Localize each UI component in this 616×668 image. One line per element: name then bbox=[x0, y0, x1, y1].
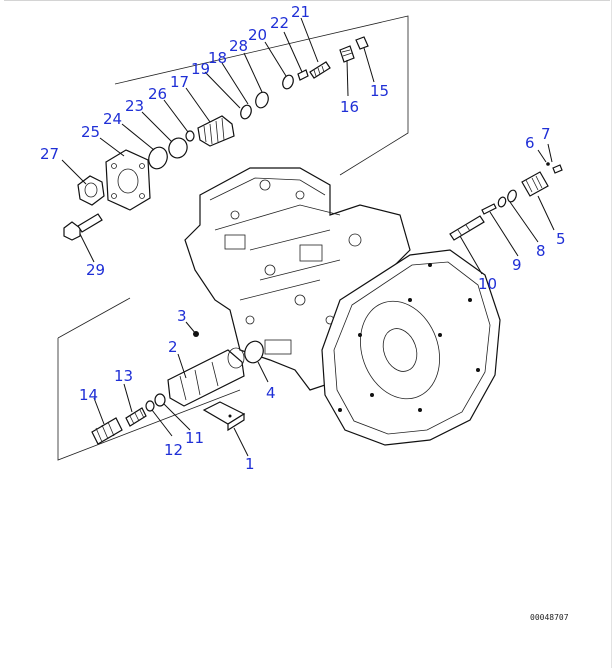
callout-25: 25 bbox=[81, 123, 100, 141]
part-2-spool-sleeve bbox=[167, 347, 245, 407]
callout-12: 12 bbox=[164, 441, 183, 459]
part-13-spring bbox=[125, 407, 147, 427]
callout-18: 18 bbox=[208, 49, 227, 67]
part-26-washer bbox=[185, 130, 195, 142]
part-20-o-ring bbox=[282, 74, 294, 90]
frame-top-border bbox=[4, 0, 610, 1]
part-6-7-small bbox=[546, 162, 563, 174]
callout-10: 10 bbox=[478, 275, 497, 293]
callout-4: 4 bbox=[266, 384, 276, 402]
callout-13: 13 bbox=[114, 367, 133, 385]
part-11-seal bbox=[154, 393, 166, 407]
part-22-pin bbox=[297, 69, 309, 81]
callout-23: 23 bbox=[125, 97, 144, 115]
part-4-o-ring bbox=[244, 340, 264, 364]
upper-group-bracket bbox=[114, 15, 409, 176]
part-16-fitting bbox=[339, 45, 355, 63]
callout-9: 9 bbox=[512, 256, 522, 274]
part-9-pin bbox=[481, 203, 497, 215]
callout-1: 1 bbox=[245, 455, 255, 473]
callout-24: 24 bbox=[103, 110, 122, 128]
callout-3: 3 bbox=[177, 307, 187, 325]
callout-5: 5 bbox=[556, 230, 566, 248]
part-24-o-ring bbox=[148, 146, 168, 170]
callout-8: 8 bbox=[536, 242, 546, 260]
callout-7: 7 bbox=[541, 125, 551, 143]
callout-11: 11 bbox=[185, 429, 204, 447]
part-17-plug bbox=[197, 115, 235, 147]
part-19-o-ring bbox=[240, 104, 252, 120]
callout-labels: 21 22 20 28 18 19 17 26 23 24 25 27 29 1… bbox=[40, 3, 566, 473]
part-12-washer bbox=[145, 400, 155, 412]
callout-19: 19 bbox=[191, 60, 210, 78]
callout-16: 16 bbox=[340, 98, 359, 116]
callout-17: 17 bbox=[170, 73, 189, 91]
part-25-cover-plate bbox=[105, 149, 151, 211]
part-15-plug bbox=[355, 36, 369, 50]
callout-29: 29 bbox=[86, 261, 105, 279]
part-21-plug bbox=[309, 61, 331, 79]
part-10-spool bbox=[449, 215, 485, 241]
callout-26: 26 bbox=[148, 85, 167, 103]
leader-lines bbox=[61, 17, 555, 457]
callout-21: 21 bbox=[291, 3, 310, 21]
callout-2: 2 bbox=[168, 338, 178, 356]
part-8-o-ring-2 bbox=[497, 196, 507, 208]
drawing-code: 00048707 bbox=[530, 613, 569, 622]
frame-right-border bbox=[611, 0, 612, 668]
part-29-bolt bbox=[63, 213, 103, 241]
part-8-o-ring bbox=[507, 189, 517, 203]
part-14-spring bbox=[91, 417, 123, 445]
callout-20: 20 bbox=[248, 26, 267, 44]
part-1-block bbox=[202, 401, 246, 432]
callout-22: 22 bbox=[270, 14, 289, 32]
part-23-o-ring bbox=[168, 137, 188, 159]
callout-15: 15 bbox=[370, 82, 389, 100]
flywheel-housing bbox=[321, 249, 501, 446]
callout-27: 27 bbox=[40, 145, 59, 163]
lower-group-bracket bbox=[57, 297, 241, 461]
part-27-nut bbox=[77, 175, 105, 206]
part-18-o-ring bbox=[255, 91, 269, 109]
callout-14: 14 bbox=[79, 386, 98, 404]
callout-28: 28 bbox=[229, 37, 248, 55]
callout-6: 6 bbox=[525, 134, 535, 152]
part-5-valve-housing bbox=[521, 171, 549, 197]
